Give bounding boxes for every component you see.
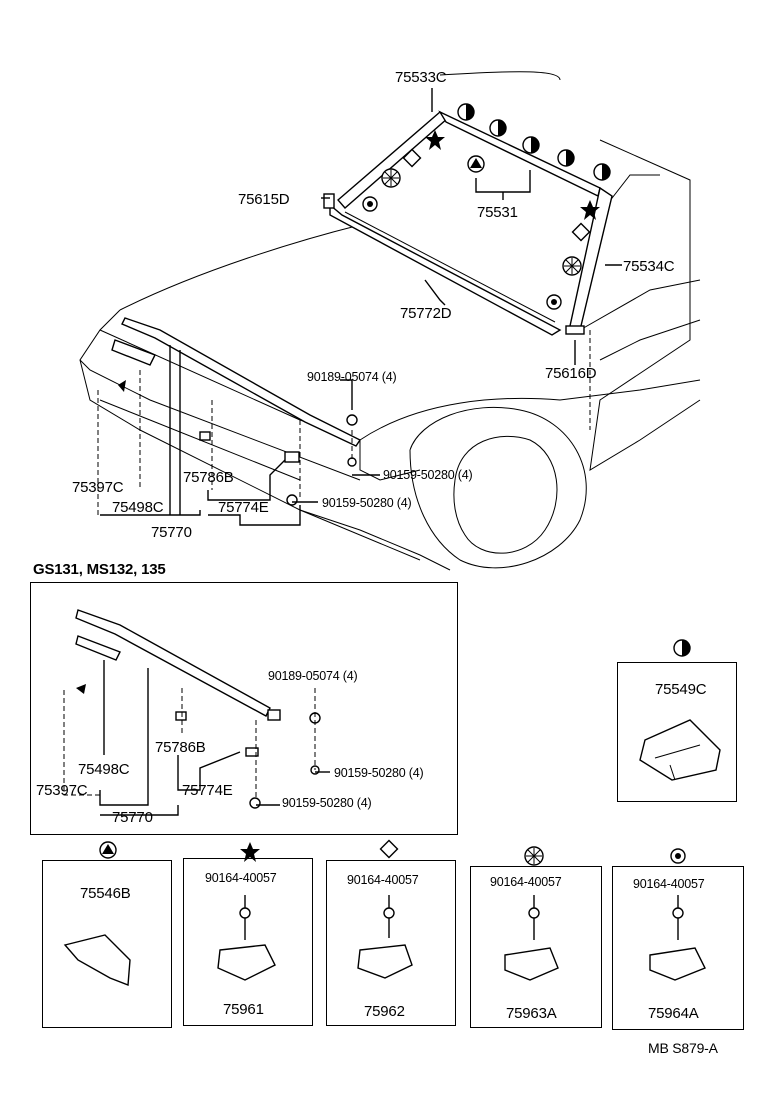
label-75549C: 75549C	[655, 681, 707, 698]
detail-box-75961	[183, 858, 313, 1026]
label-90159-main-b: 90159-50280 (4)	[322, 496, 412, 510]
variant-cowl-molding	[75, 609, 271, 717]
label-75498C-main: 75498C	[112, 499, 164, 516]
detail-box-75964A	[612, 866, 744, 1030]
label-screw-75961: 90164-40057	[205, 871, 277, 885]
label-screw-75962: 90164-40057	[347, 873, 419, 887]
label-75964A: 75964A	[648, 1005, 699, 1022]
label-75772D: 75772D	[400, 305, 452, 322]
hood-outline	[119, 224, 361, 311]
detail-box-75962	[326, 860, 456, 1026]
detail-box-75546B	[42, 860, 172, 1028]
label-75770-variant: 75770	[112, 809, 153, 826]
label-75774E-main: 75774E	[218, 499, 269, 516]
detail-box-75963A	[470, 866, 602, 1028]
label-90159-main-a: 90159-50280 (4)	[383, 468, 473, 482]
label-75546B: 75546B	[80, 885, 131, 902]
label-75531: 75531	[477, 204, 518, 221]
lower-molding-75772D	[329, 203, 562, 336]
top-molding	[438, 110, 601, 198]
label-75961: 75961	[223, 1001, 264, 1018]
footer-code: MB S879-A	[648, 1040, 718, 1056]
molding-end-left	[323, 193, 335, 209]
label-90159-variant-a: 90159-50280 (4)	[334, 766, 424, 780]
label-75615D: 75615D	[238, 191, 290, 208]
label-75397C-variant: 75397C	[36, 782, 88, 799]
label-75786B-variant: 75786B	[155, 739, 206, 756]
label-75616D: 75616D	[545, 365, 597, 382]
variant-box	[30, 582, 458, 835]
label-screw-75963A: 90164-40057	[490, 875, 562, 889]
bracket-75498C	[111, 339, 156, 366]
label-90159-variant-b: 90159-50280 (4)	[282, 796, 372, 810]
label-75397C-main: 75397C	[72, 479, 124, 496]
label-75963A: 75963A	[506, 1005, 557, 1022]
label-90189-variant: 90189-05074 (4)	[268, 669, 358, 683]
label-75786B-main: 75786B	[183, 469, 234, 486]
label-75534C: 75534C	[623, 258, 675, 275]
label-75962: 75962	[364, 1003, 405, 1020]
cowl-molding-75770	[121, 317, 362, 447]
label-75774E-variant: 75774E	[182, 782, 233, 799]
variant-title: GS131, MS132, 135	[33, 561, 166, 578]
detail-box-75549C	[617, 662, 737, 802]
label-75770-main: 75770	[151, 524, 192, 541]
label-75533C: 75533C	[395, 69, 447, 86]
label-90189-main: 90189-05074 (4)	[307, 370, 397, 384]
label-screw-75964A: 90164-40057	[633, 877, 705, 891]
left-upper-molding	[337, 111, 450, 209]
label-75498C-variant: 75498C	[78, 761, 130, 778]
